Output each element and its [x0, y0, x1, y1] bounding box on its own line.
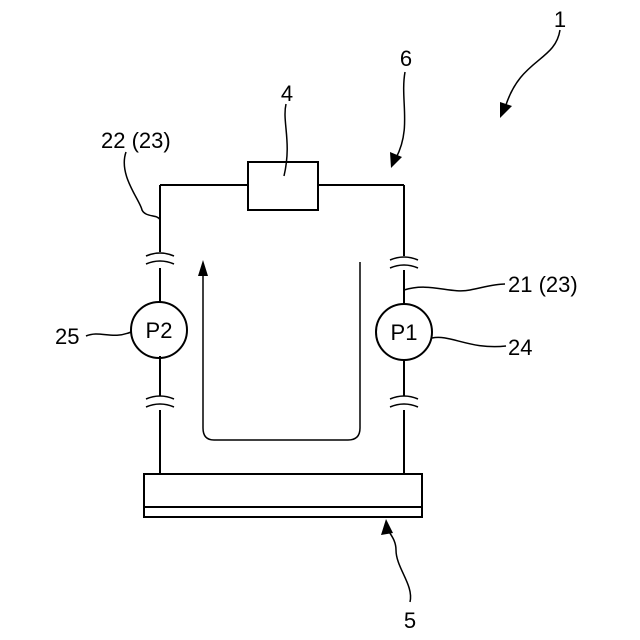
left-break-upper — [146, 253, 174, 264]
label-5: 5 — [404, 608, 416, 633]
pump-p1-label: P1 — [391, 320, 418, 345]
label-24: 24 — [508, 335, 532, 360]
leader-6-arrowhead — [390, 152, 402, 168]
label-6: 6 — [400, 46, 412, 71]
flow-path — [203, 262, 360, 440]
label-4: 4 — [281, 81, 293, 106]
leader-5 — [388, 530, 411, 602]
right-break-lower — [390, 396, 418, 407]
leader-1 — [505, 30, 560, 108]
leader-22 — [124, 152, 160, 220]
leader-4 — [284, 104, 287, 176]
label-22: 22 (23) — [101, 128, 171, 153]
base-plate — [144, 474, 422, 517]
pump-p2-label: P2 — [146, 318, 173, 343]
flow-arrowhead — [198, 260, 208, 276]
leader-1-arrowhead — [500, 102, 512, 118]
leader-21 — [404, 284, 505, 291]
right-break-upper — [390, 257, 418, 268]
label-25: 25 — [55, 324, 79, 349]
label-21: 21 (23) — [508, 272, 578, 297]
leader-6 — [396, 72, 405, 158]
leader-5-arrowhead — [381, 519, 393, 535]
component-block-4 — [248, 162, 318, 210]
leader-25 — [86, 332, 131, 336]
leader-24 — [432, 337, 506, 346]
left-break-lower — [146, 396, 174, 407]
label-1: 1 — [554, 7, 566, 32]
